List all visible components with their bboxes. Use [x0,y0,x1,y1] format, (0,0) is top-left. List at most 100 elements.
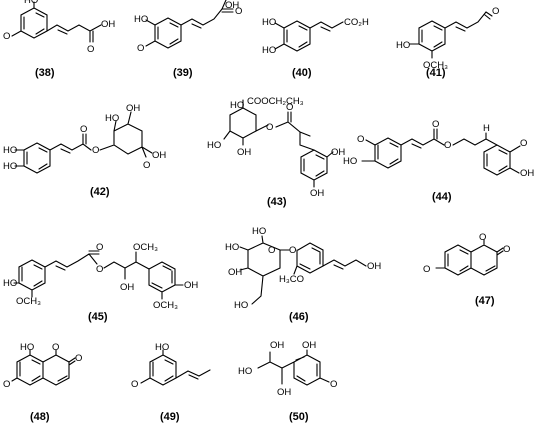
atom-label: OH [184,280,198,291]
compound-39-bonds [145,0,234,49]
compound-label: (46) [289,311,309,323]
compound-49: HO O (49) [131,342,211,423]
atom-label: OH [152,150,166,161]
atom-label: O [266,122,273,133]
atom-label: O [503,244,510,255]
atom-label: H [483,123,490,134]
compound-48-bonds [11,349,76,386]
atom-label: O [492,6,499,17]
compound-47: O O O (47) [423,232,510,307]
atom-label: O [75,353,82,364]
atom-label: O [87,44,94,55]
compound-label: (48) [30,411,50,423]
atom-label: COOCH₂CH₃ [247,96,304,107]
compound-49-bonds [140,349,211,386]
atom-label: HO [155,342,169,353]
atom-label: OH [302,340,316,351]
atom-label: HO [105,113,119,124]
atom-label: OCH₃ [133,242,158,253]
compound-40-bonds [274,20,344,52]
atom-label: O [289,245,296,256]
atom-label: OCH₃ [423,60,448,71]
compound-41-bonds [409,11,493,59]
atom-label: HO [238,366,252,377]
compound-45-bonds [13,250,184,300]
compound-47-bonds [435,239,504,276]
compound-label: (38) [35,67,55,79]
compound-39: HO O OH O (39) [134,0,242,79]
atom-label: O [444,140,451,151]
atom-label: HO [262,17,276,28]
atom-label: HO [343,156,357,167]
atom-label: O [3,31,10,42]
atom-label: HO [3,145,17,156]
atom-label: OH [310,188,324,199]
atom-label: CO₂H [344,17,369,28]
atom-label: HO [3,161,17,172]
atom-label: OH [520,168,534,179]
atom-label: OH [331,147,345,158]
atom-label: HO [134,14,148,25]
compound-label: (50) [289,411,309,423]
atom-label: HO [225,242,239,253]
atom-label: O [520,138,527,149]
atom-label: HO [24,0,38,6]
compound-label: (44) [432,191,452,203]
compound-label: (39) [173,67,193,79]
atom-label: O [423,264,430,275]
atom-label: O [131,379,138,390]
atom-label: HO [230,100,244,111]
atom-label: OCH₃ [153,300,178,311]
atom-label: O [96,242,103,253]
compound-42: HO HO O O HO OH OH O (42) [3,103,166,198]
atom-label: OH [270,340,284,351]
atom-label: O [357,134,364,145]
atom-label: O [235,6,242,17]
atom-label: OCH₃ [16,296,41,307]
atom-label: HO [252,226,266,237]
atom-label: O [96,264,103,275]
atom-label: OH [101,19,115,30]
compound-44-bonds [361,128,521,176]
atom-label: H₃CO [279,274,304,285]
atom-label: OH [237,147,251,158]
atom-label: HO [20,342,34,353]
atom-label: O [52,342,59,353]
compound-46: HO O O HO OH HO H₃CO OH (46) [225,226,381,323]
compound-label: (43) [267,196,287,208]
compound-43-bonds [223,99,334,188]
compound-label: (41) [426,67,446,79]
compound-48: HO O O O (48) [3,342,82,423]
compound-label: (45) [88,311,108,323]
atom-label: HO [207,140,221,151]
compound-42-bonds [14,111,153,174]
atom-label: OH [225,0,239,11]
atom-label: O [143,160,150,171]
atom-label: O [432,119,439,130]
atom-label: HO [262,45,276,56]
atom-label: HO [3,278,17,289]
atom-label: O [268,245,275,256]
compound-label: (47) [475,295,495,307]
atom-label: HO [396,40,410,51]
atom-label: OH [367,261,381,272]
atom-label: HO [234,300,248,311]
compound-43: HO COOCH₂CH₃ HO OH O O OH OH (43) [207,96,345,208]
compound-50: HO OH OH OH O (50) [238,340,337,423]
atom-label: O [330,379,337,390]
atom-label: O [286,102,293,113]
atom-label: OH [126,103,140,114]
compound-50-bonds [257,349,330,386]
compound-46-bonds [239,235,367,305]
atom-label: O [92,145,99,156]
compound-38-bonds [11,1,102,43]
compound-38: HO O OH O (38) [3,0,115,79]
compound-41: HO OCH₃ O (41) [396,6,499,79]
atom-label: O [3,379,10,390]
atom-label: O [80,124,87,135]
compound-label: (40) [292,67,312,79]
atom-label: OH [277,387,291,398]
compound-label: (49) [160,411,180,423]
atom-label: OH [228,267,242,278]
